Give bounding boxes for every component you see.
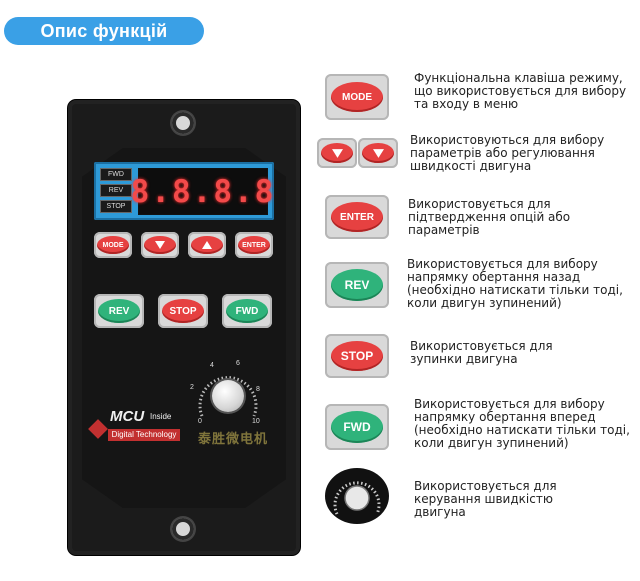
knob-key-icon [325,468,389,524]
enter-description: Використовується для підтвердження опцій… [408,197,571,237]
rev-button-label: REV [98,299,140,323]
knob-mark-2: 2 [190,384,194,391]
enter-key-icon: ENTER [325,195,389,239]
section-title: Опис функцій [4,17,204,45]
top-screw-icon [172,112,194,134]
brand-logo: MCU Inside Digital Technology [88,408,184,446]
down-arrow-icon [144,236,176,254]
enter-button[interactable]: ENTER [235,232,273,258]
fwd-key-icon: FWD [325,404,389,450]
mode-description: Функціональна клавіша режиму, що викорис… [414,71,627,111]
indicator-stop: STOP [100,200,132,213]
fwd-key-label: FWD [331,411,383,443]
brand-mcu: MCU [110,408,145,425]
bottom-screw-icon [172,518,194,540]
display-area: FWD REV STOP 8.8.8.8 [94,162,274,220]
brand-mark-icon [88,419,108,439]
indicator-fwd: FWD [100,168,132,181]
rev-key-icon: REV [325,262,389,308]
mode-button[interactable]: MODE [94,232,132,258]
knob-mark-8: 8 [256,386,260,393]
knob-description: Використовується для керування швидкістю… [414,479,557,519]
down-key-icon [317,138,357,168]
down-arrow-icon [362,143,394,163]
controller-panel: FWD REV STOP 8.8.8.8 MODE ENTER REV STOP… [68,100,300,555]
display-value: 8.8.8.8 [130,173,276,210]
stop-description: Використовується для зупинки двигуна [410,339,553,366]
enter-button-label: ENTER [238,236,270,254]
up-arrow-icon [191,236,223,254]
speed-knob[interactable] [212,380,244,412]
fwd-description: Використовується для вибору напрямку обе… [414,397,630,450]
down-arrow-icon [321,143,353,163]
knob-dial-icon [333,481,381,515]
arrows-description: Використовуються для вибору параметрів а… [410,133,605,173]
enter-key-label: ENTER [331,202,383,232]
fwd-button-label: FWD [226,299,268,323]
rev-button[interactable]: REV [94,294,144,328]
stop-key-icon: STOP [325,334,389,378]
stop-button-label: STOP [162,299,204,323]
watermark: 泰胜微电机 [198,432,269,447]
knob-mark-4: 4 [210,362,214,369]
fwd-button[interactable]: FWD [222,294,272,328]
mode-key-icon: MODE [325,74,389,120]
rev-key-label: REV [331,269,383,301]
down-key-icon-2 [358,138,398,168]
rev-description: Використовується для вибору напрямку обе… [407,257,623,310]
brand-inside: Inside [150,412,172,421]
brand-tech: Digital Technology [108,429,180,441]
stop-key-label: STOP [331,341,383,371]
knob-mark-6: 6 [236,360,240,367]
indicator-rev: REV [100,184,132,197]
mode-key-label: MODE [331,82,383,112]
knob-mark-0: 0 [198,418,202,425]
seven-segment-display: 8.8.8.8 [131,168,273,215]
up-button[interactable] [188,232,226,258]
down-button[interactable] [141,232,179,258]
knob-mark-10: 10 [252,418,260,425]
mode-button-label: MODE [97,236,129,254]
stop-button[interactable]: STOP [158,294,208,328]
